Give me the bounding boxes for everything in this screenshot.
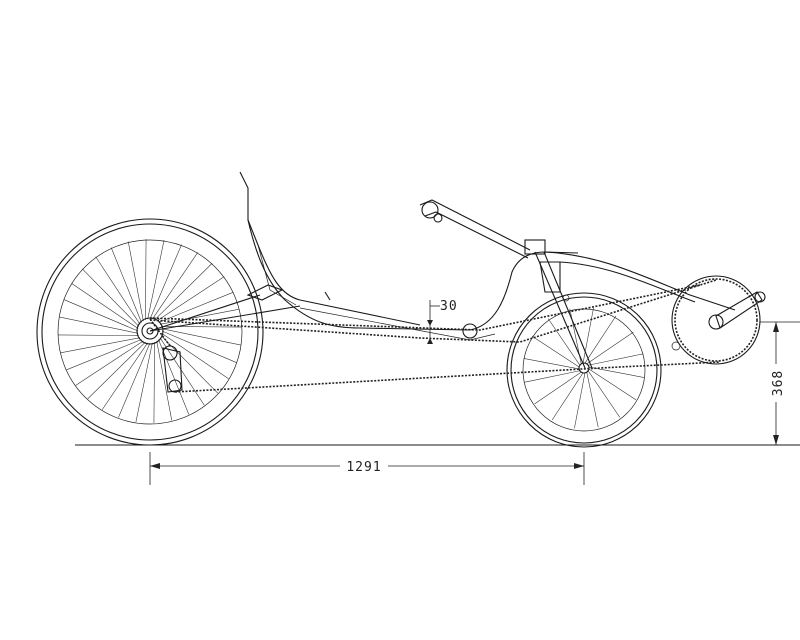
spoke <box>156 276 225 322</box>
chainring <box>671 275 766 365</box>
spoke <box>63 299 139 332</box>
spoke <box>95 256 141 325</box>
spoke <box>149 244 182 320</box>
clearance-dimension: 30 <box>427 299 458 344</box>
spoke <box>156 340 173 421</box>
spoke <box>127 241 144 322</box>
chain <box>149 279 721 393</box>
spoke <box>60 337 141 354</box>
spoke <box>118 342 151 418</box>
spoke <box>153 342 155 423</box>
spoke <box>152 252 199 320</box>
spoke <box>82 268 140 327</box>
spoke <box>586 372 599 428</box>
spoke <box>66 339 142 371</box>
spoke <box>158 291 234 323</box>
spoke <box>87 341 146 399</box>
seat-height-dimension: 368 <box>760 321 800 445</box>
spoke <box>58 334 139 336</box>
spoke <box>531 335 580 368</box>
spoke <box>534 371 582 405</box>
spoke <box>551 372 584 421</box>
spoke <box>584 315 617 364</box>
steering <box>419 199 681 369</box>
spoke <box>147 240 165 320</box>
seat-height-label: 368 <box>771 370 786 396</box>
spoke <box>101 342 148 410</box>
spoke <box>59 316 139 334</box>
spoke <box>587 370 621 418</box>
spoke <box>524 370 580 383</box>
spoke <box>161 333 229 380</box>
spoke <box>588 366 645 378</box>
spoke <box>135 342 153 422</box>
spoke <box>159 308 240 325</box>
spoke <box>547 318 581 366</box>
spoke <box>588 353 644 366</box>
spoke <box>154 263 213 321</box>
spoke <box>161 330 237 363</box>
spoke <box>71 282 139 329</box>
front-wheel <box>506 292 662 448</box>
spoke <box>588 368 637 401</box>
wheelbase-dimension: 1291 <box>149 452 585 485</box>
spoke <box>75 340 144 386</box>
spoke <box>161 328 241 346</box>
clearance-label: 30 <box>440 299 458 314</box>
rear-derailleur <box>162 345 183 393</box>
spoke <box>574 372 586 429</box>
spoke <box>582 307 594 364</box>
spoke <box>160 335 218 394</box>
spoke <box>586 331 634 365</box>
spoke <box>523 358 580 370</box>
frame <box>149 171 736 341</box>
spoke <box>145 239 147 320</box>
rear-wheel <box>36 218 264 446</box>
spoke <box>159 337 205 406</box>
wheelbase-label: 1291 <box>346 460 381 475</box>
spoke <box>110 247 142 323</box>
